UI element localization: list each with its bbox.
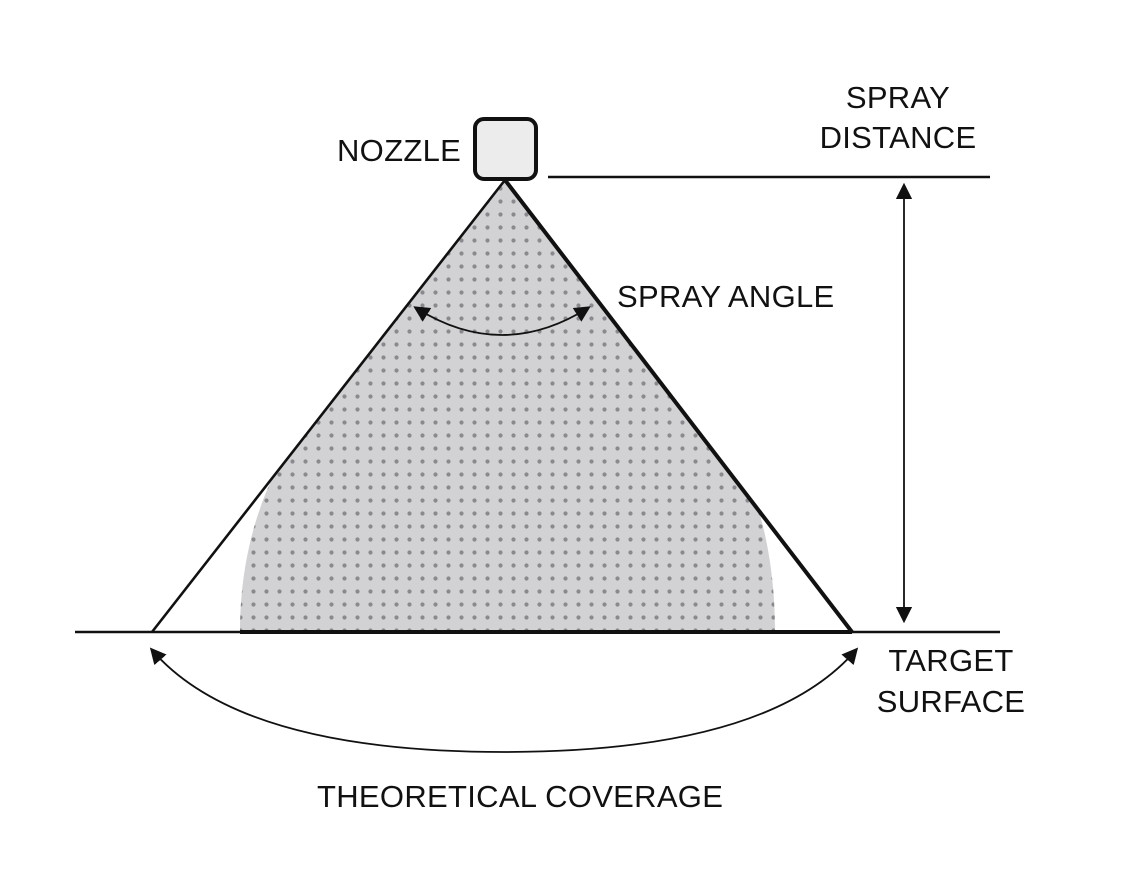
spray-distance-label-line2: DISTANCE [819,120,977,155]
spray-dots [240,180,775,632]
spray-cone-left-edge [150,179,507,633]
theoretical-coverage-label: THEORETICAL COVERAGE [317,779,724,814]
target-surface-label-line2: SURFACE [876,684,1026,719]
spray-pattern [240,180,775,632]
theoretical-coverage-arrow [149,647,859,753]
target-surface-label-line1: TARGET [888,643,1014,678]
spray-distance-label-line1: SPRAY [845,80,951,115]
spray-cone-right-edge [503,178,854,634]
nozzle-body [473,117,538,181]
spray-angle-label: SPRAY ANGLE [617,279,835,314]
spray-angle-arrow [413,306,591,336]
nozzle-label: NOZZLE [337,133,462,168]
